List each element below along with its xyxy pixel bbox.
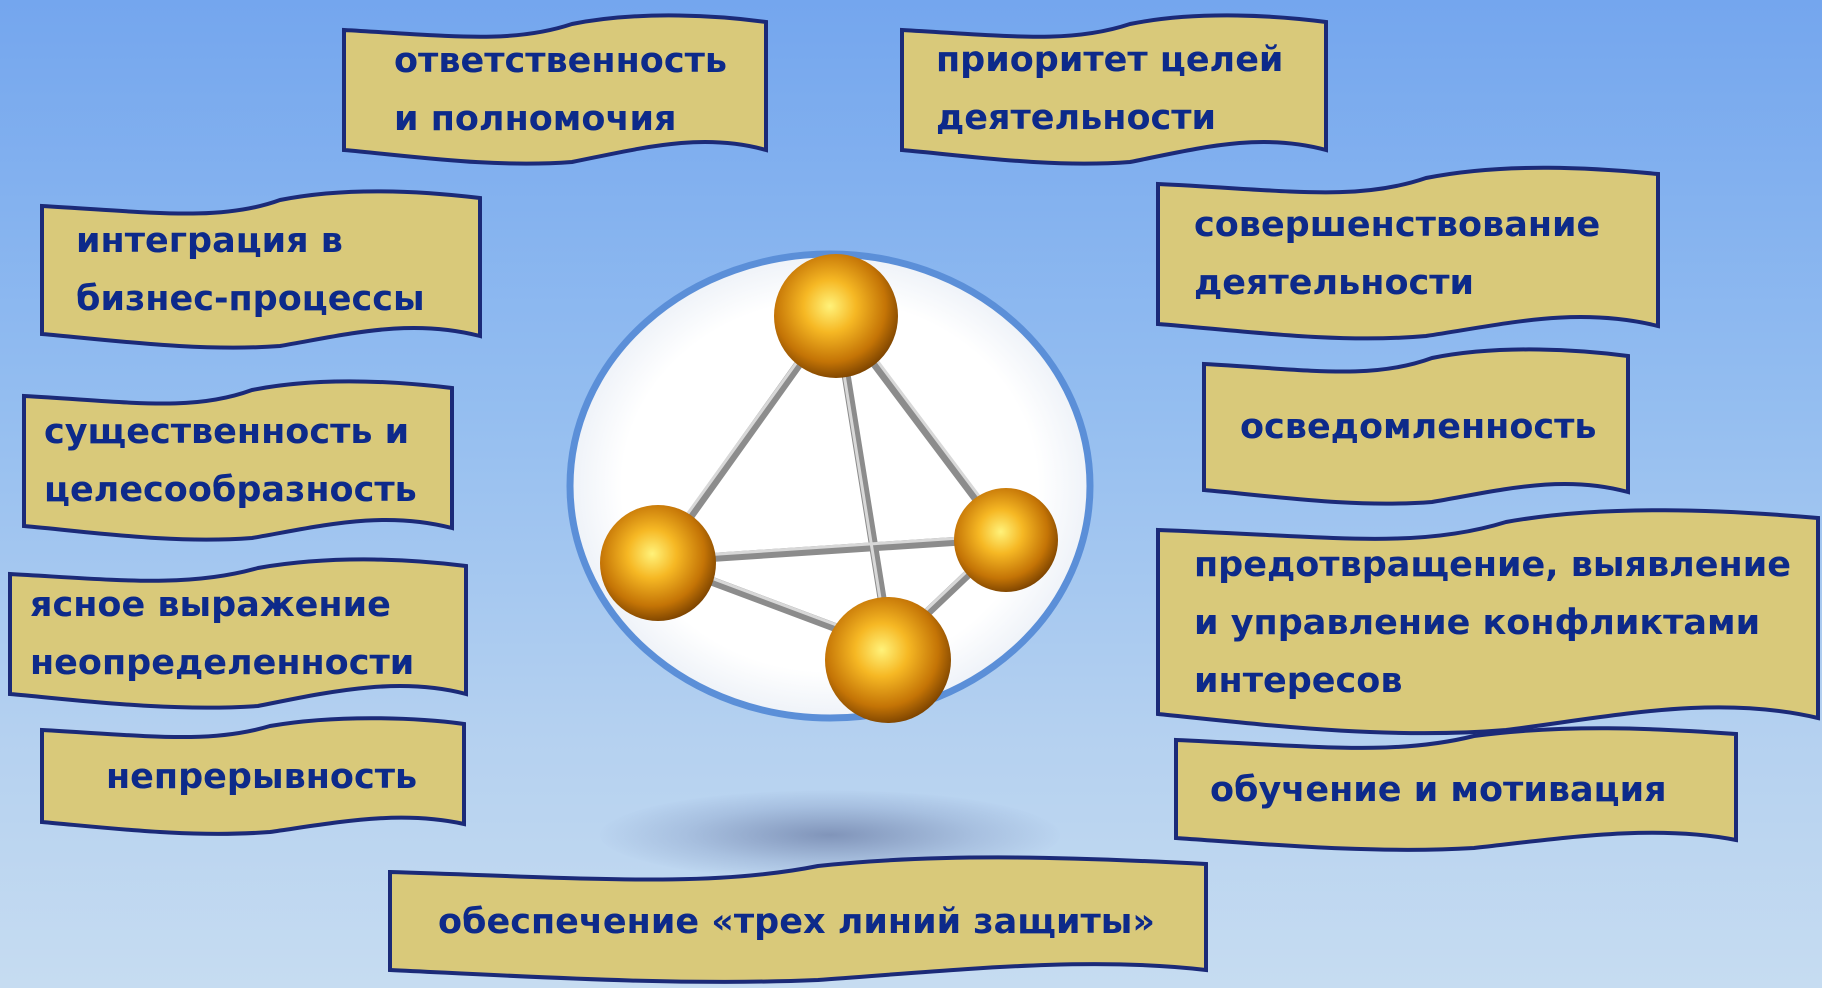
banner-shape — [900, 13, 1328, 166]
banner-line: непрерывность — [106, 757, 418, 797]
banner-line: и управление конфликтами — [1194, 603, 1761, 643]
banner-line: совершенствование — [1194, 205, 1601, 245]
banner-text: непрерывность — [40, 718, 466, 836]
banner-line: предотвращение, выявление — [1194, 545, 1791, 585]
principle-banner: интеграция в бизнес-процессы — [40, 189, 482, 350]
banner-line: ответственность — [394, 41, 727, 81]
banner-shape — [1156, 165, 1660, 341]
banner-text: обеспечение «трех линий защиты» — [388, 858, 1208, 986]
banner-text: совершенствование деятельности — [1156, 166, 1660, 342]
sphere-bottom — [825, 597, 951, 723]
principle-banner: обучение и мотивация — [1174, 726, 1738, 852]
banner-line: приоритет целей — [936, 40, 1284, 80]
banner-shape — [8, 557, 468, 710]
banner-line: деятельности — [1194, 263, 1475, 303]
banner-shape — [22, 379, 454, 542]
banner-line: деятельности — [936, 98, 1217, 138]
tetrahedron-emblem — [560, 248, 1100, 738]
banner-line: существенность и — [44, 412, 410, 452]
principle-banner: осведомленность — [1202, 347, 1630, 506]
banner-line: обучение и мотивация — [1210, 770, 1667, 810]
principle-banner: непрерывность — [40, 716, 466, 836]
banner-line: интеграция в — [76, 221, 343, 261]
banner-text: существенность и целесообразность — [22, 380, 454, 542]
banner-shape — [1202, 347, 1630, 506]
sphere-left — [600, 505, 716, 621]
principle-banner: предотвращение, выявление и управление к… — [1156, 508, 1820, 738]
banner-line: осведомленность — [1240, 407, 1597, 447]
sphere-right — [954, 488, 1058, 592]
banner-shape — [40, 189, 482, 350]
banner-shape — [342, 13, 768, 166]
banner-text: осведомленность — [1202, 348, 1630, 506]
banner-text: приоритет целей деятельности — [900, 14, 1328, 164]
banner-shape — [1156, 508, 1820, 736]
principle-banner: обеспечение «трех линий защиты» — [388, 855, 1208, 986]
banner-text: предотвращение, выявление и управление к… — [1156, 508, 1820, 738]
banner-line: интересов — [1194, 661, 1403, 701]
tetrahedron-molecule-icon — [566, 250, 1094, 723]
banner-line: целесообразность — [44, 470, 417, 510]
banner-line: неопределенности — [30, 643, 415, 683]
principle-banner: ясное выражение неопределенности — [8, 557, 468, 710]
banner-text: интеграция в бизнес-процессы — [40, 190, 482, 350]
principle-banner: существенность и целесообразность — [22, 379, 454, 542]
banner-line: бизнес-процессы — [76, 279, 425, 319]
principle-banner: ответственность и полномочия — [342, 13, 768, 166]
banner-line: ясное выражение — [30, 585, 391, 625]
banner-shape — [40, 716, 466, 836]
banner-text: ответственность и полномочия — [342, 16, 768, 164]
sphere-top — [774, 254, 898, 378]
principle-banner: приоритет целей деятельности — [900, 13, 1328, 166]
banner-text: обучение и мотивация — [1174, 728, 1738, 852]
banner-line: обеспечение «трех линий защиты» — [438, 902, 1156, 942]
principle-banner: совершенствование деятельности — [1156, 165, 1660, 342]
banner-shape — [388, 855, 1208, 984]
banner-line: и полномочия — [394, 99, 677, 139]
banner-text: ясное выражение неопределенности — [8, 560, 468, 708]
banner-shape — [1174, 726, 1738, 852]
